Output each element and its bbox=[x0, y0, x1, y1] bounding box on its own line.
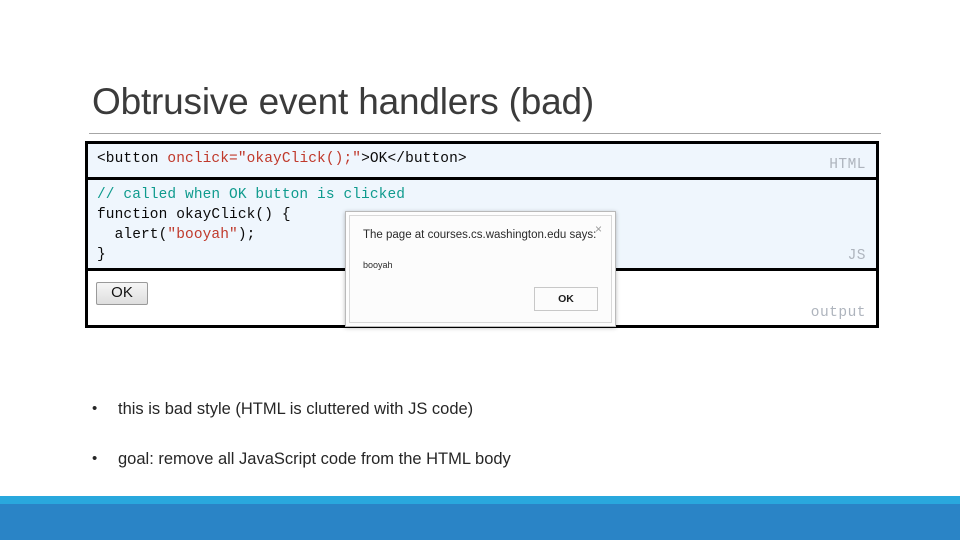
bullet-list: • this is bad style (HTML is cluttered w… bbox=[92, 398, 852, 498]
alert-ok-button[interactable]: OK bbox=[534, 287, 598, 311]
bullet-text: this is bad style (HTML is cluttered wit… bbox=[118, 400, 474, 418]
footer-accent-bar bbox=[0, 496, 960, 504]
code-token-tag-open: <button bbox=[97, 151, 168, 167]
code-token-onclick-attribute: onclick="okayClick();" bbox=[167, 151, 362, 167]
code-token-tag-close: >OK</button> bbox=[361, 151, 467, 167]
list-item: • this is bad style (HTML is cluttered w… bbox=[92, 398, 852, 420]
code-token-alert-call: alert( bbox=[97, 227, 168, 243]
page-title: Obtrusive event handlers (bad) bbox=[92, 81, 594, 122]
code-line-js-alert: alert("booyah"); bbox=[97, 225, 868, 245]
browser-alert-dialog: The page at courses.cs.washington.edu sa… bbox=[345, 211, 616, 327]
bullet-marker-icon: • bbox=[92, 450, 98, 467]
list-item: • goal: remove all JavaScript code from … bbox=[92, 448, 852, 470]
code-line-js-function: function okayClick() { bbox=[97, 207, 291, 223]
code-token-alert-end: ); bbox=[237, 227, 256, 243]
rendered-ok-button[interactable]: OK bbox=[96, 282, 148, 305]
alert-dialog-message: booyah bbox=[363, 260, 393, 270]
alert-dialog-body: The page at courses.cs.washington.edu sa… bbox=[349, 215, 612, 323]
bullet-marker-icon: • bbox=[92, 400, 98, 417]
language-label-html: HTML bbox=[829, 157, 866, 173]
bullet-text: goal: remove all JavaScript code from th… bbox=[118, 450, 511, 468]
language-label-js: JS bbox=[847, 248, 866, 264]
code-line-js-close-brace: } bbox=[97, 247, 106, 263]
code-line-html: <button onclick="okayClick();">OK</butto… bbox=[97, 149, 868, 169]
close-icon[interactable]: × bbox=[594, 222, 602, 236]
code-panel-html: <button onclick="okayClick();">OK</butto… bbox=[88, 144, 876, 177]
language-label-output: output bbox=[810, 305, 866, 321]
footer-bar bbox=[0, 504, 960, 540]
title-divider bbox=[89, 133, 881, 134]
alert-dialog-title: The page at courses.cs.washington.edu sa… bbox=[363, 229, 597, 241]
code-token-alert-string: "booyah" bbox=[167, 227, 238, 243]
code-line-js-comment: // called when OK button is clicked bbox=[97, 187, 406, 203]
